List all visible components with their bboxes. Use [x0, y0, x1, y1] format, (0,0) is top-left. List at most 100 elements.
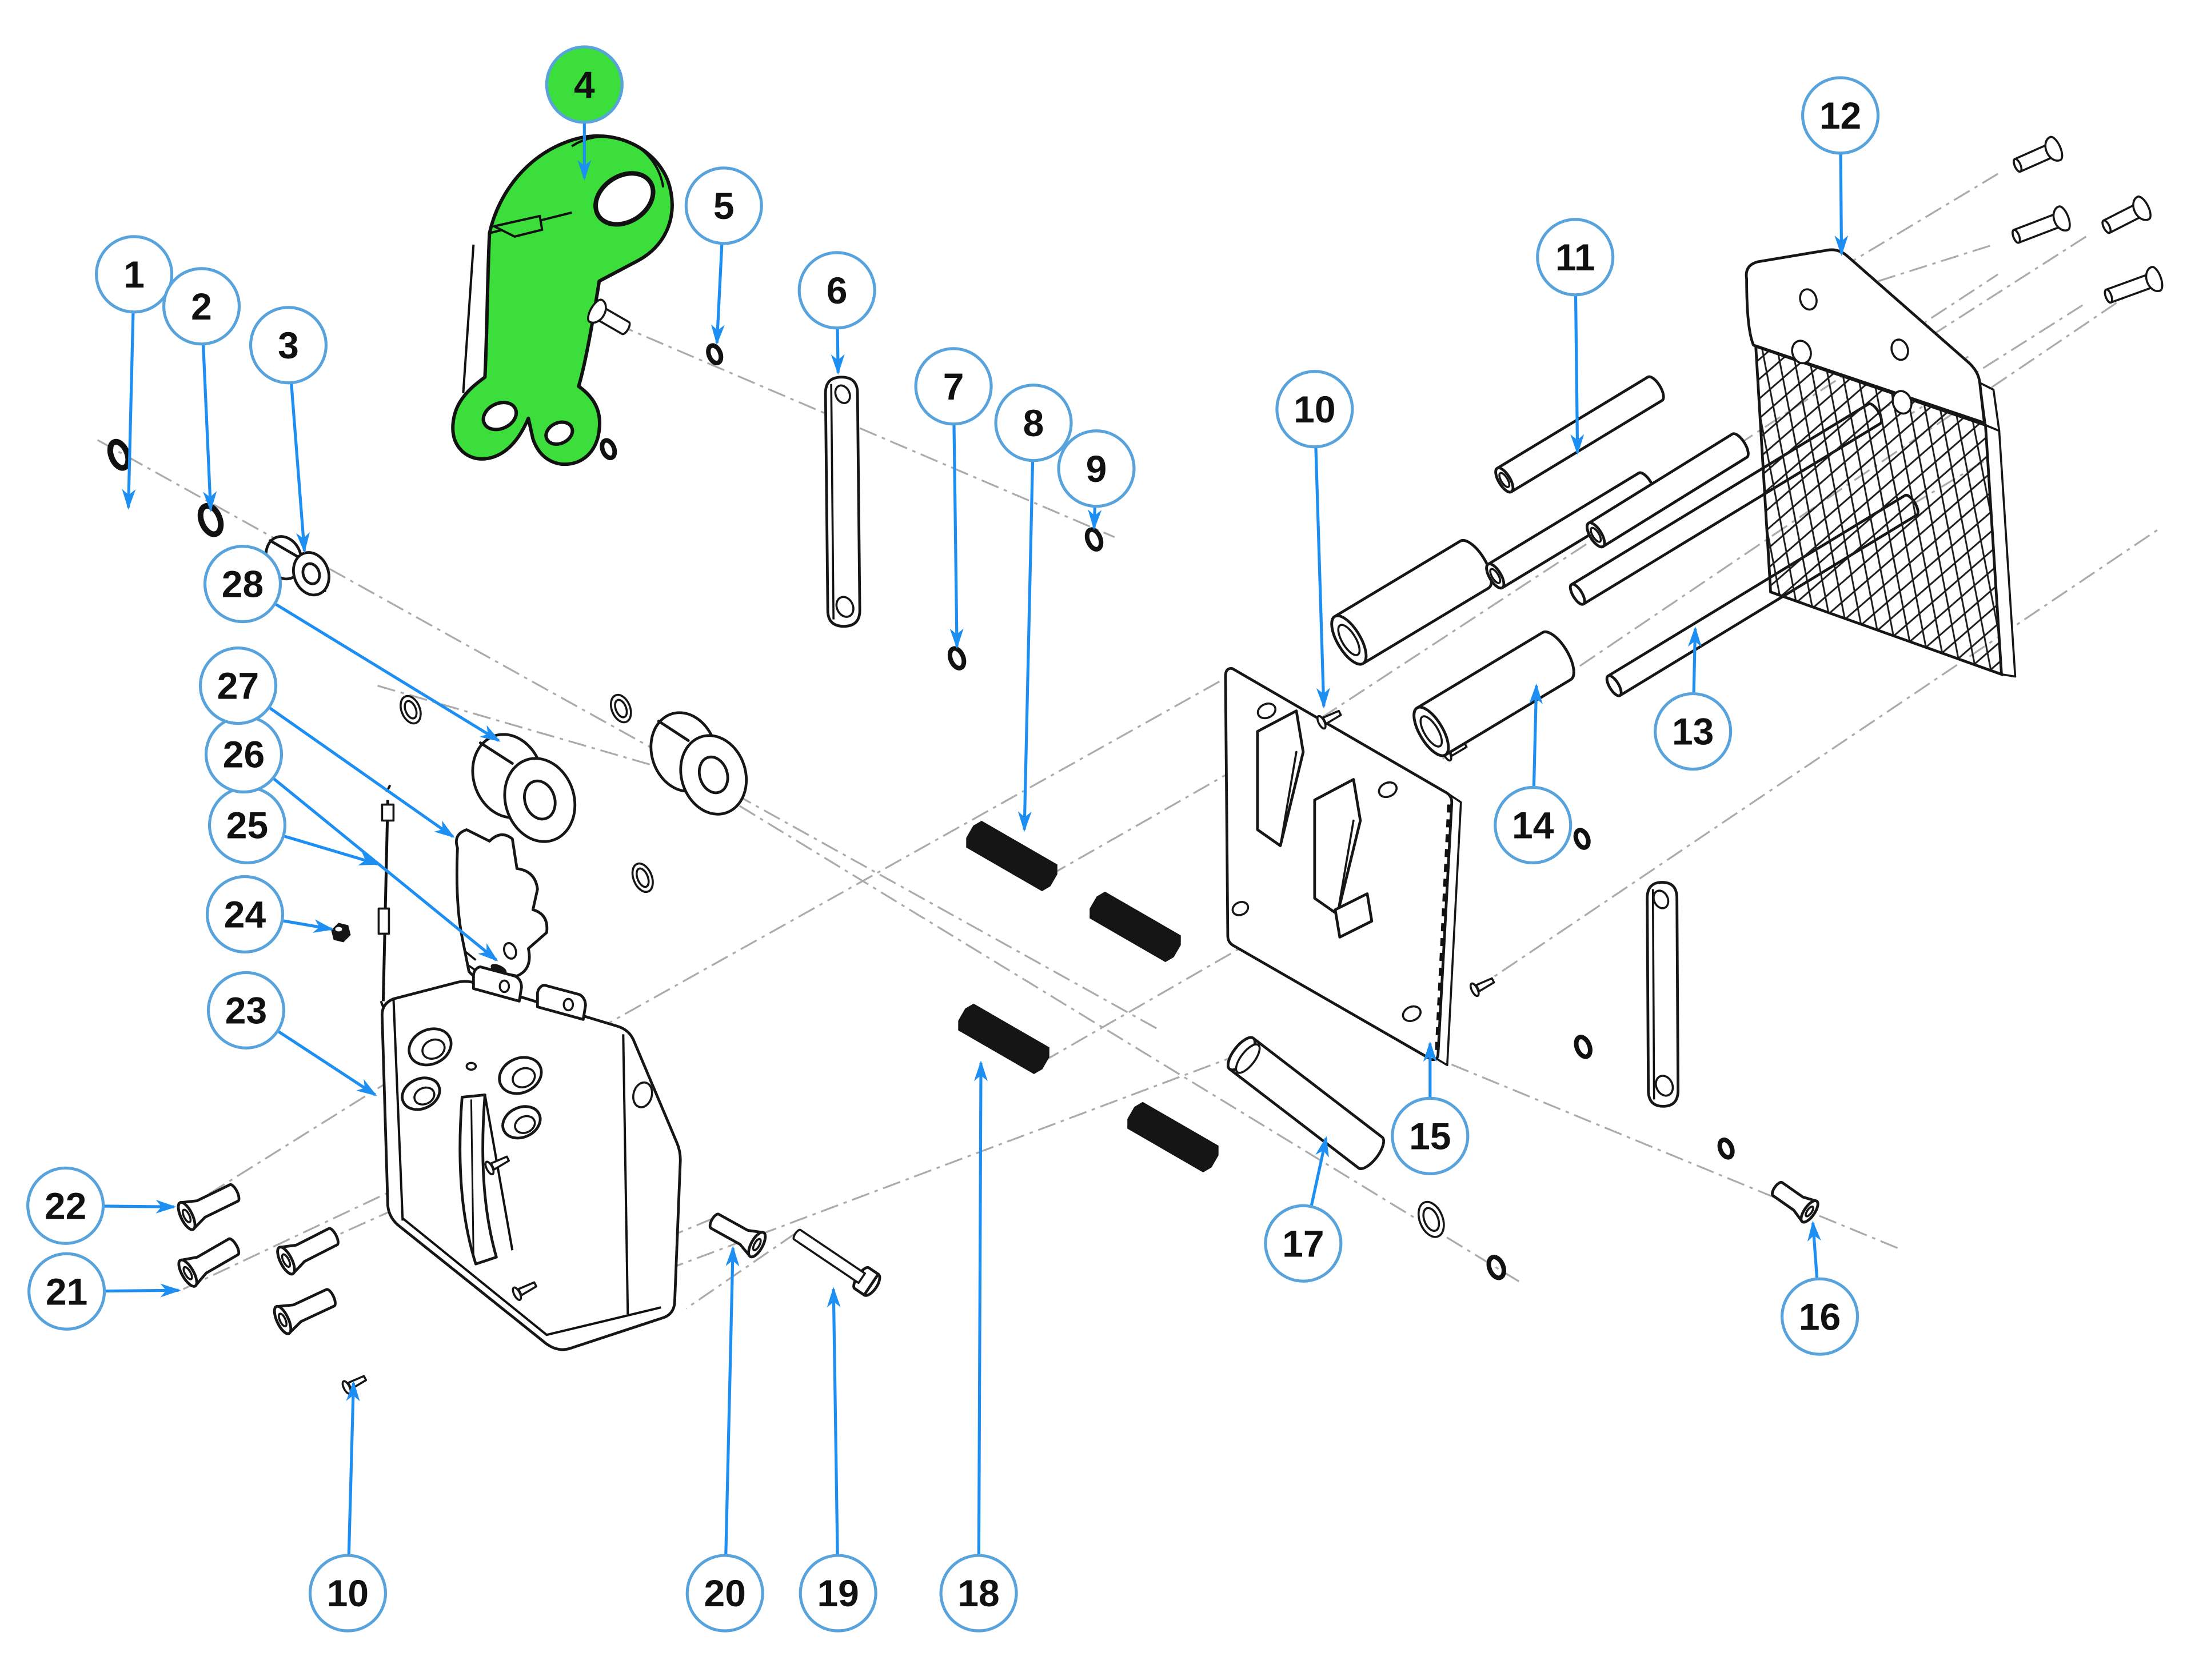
callout-21[interactable]: 21	[27, 1252, 181, 1331]
callout-number: 18	[957, 1572, 999, 1614]
callout-20[interactable]: 20	[685, 1246, 764, 1633]
callout-number: 4	[574, 63, 595, 106]
callout-circle[interactable]	[994, 384, 1073, 462]
main-body-23	[381, 965, 682, 1351]
callout-3[interactable]: 3	[249, 306, 328, 553]
callout-7[interactable]: 7	[914, 347, 993, 649]
callout-16[interactable]: 16	[1780, 1220, 1859, 1356]
callout-circle[interactable]	[206, 971, 286, 1049]
tiny-screw	[512, 1281, 538, 1301]
callout-circle[interactable]	[799, 1554, 877, 1633]
callout-circle[interactable]	[685, 1554, 764, 1633]
leader-line	[201, 344, 217, 512]
leader-line	[1314, 446, 1330, 709]
callout-circle[interactable]	[797, 251, 876, 330]
callout-17[interactable]: 17	[1264, 1136, 1343, 1283]
callout-1[interactable]: 1	[94, 235, 174, 510]
callout-circle[interactable]	[545, 45, 624, 124]
callout-10-right[interactable]: 10	[1275, 370, 1354, 709]
callout-circle[interactable]	[162, 267, 241, 346]
callout-14[interactable]: 14	[1494, 683, 1573, 865]
leader-line	[973, 1060, 988, 1556]
callout-circle[interactable]	[1494, 785, 1573, 865]
callout-9[interactable]: 9	[1057, 429, 1136, 530]
leader-line	[282, 834, 380, 865]
callout-19[interactable]: 19	[799, 1287, 877, 1633]
callout-27[interactable]: 27	[198, 647, 455, 838]
flat-washer	[400, 695, 422, 725]
callout-circle[interactable]	[939, 1554, 1018, 1633]
callout-8[interactable]: 8	[994, 384, 1073, 832]
leader-line	[104, 1283, 181, 1298]
callout-circle[interactable]	[308, 1554, 388, 1633]
leader-line	[724, 1246, 740, 1556]
leader-line	[1310, 1136, 1329, 1207]
callout-2[interactable]: 2	[162, 267, 241, 512]
flathead-screw	[276, 1227, 340, 1276]
leader-line	[282, 919, 334, 933]
rivet-pin	[2013, 135, 2064, 173]
leader-line	[268, 706, 455, 838]
callout-10-left[interactable]: 10	[308, 1380, 388, 1633]
o-ring	[1574, 1035, 1593, 1059]
callout-22[interactable]: 22	[26, 1166, 177, 1245]
callout-number: 11	[1555, 236, 1595, 278]
rivet-pin	[2012, 205, 2071, 244]
callout-18[interactable]: 18	[939, 1060, 1018, 1633]
washer-9	[1084, 527, 1104, 552]
callout-13[interactable]: 13	[1654, 626, 1733, 771]
callout-circle[interactable]	[94, 235, 174, 314]
callout-circle[interactable]	[1275, 370, 1354, 449]
callout-4[interactable]: 4	[545, 45, 624, 181]
washer	[600, 438, 617, 461]
spacer-tube-14	[1412, 630, 1575, 757]
callout-number: 2	[191, 285, 212, 328]
parts-layer	[107, 134, 2164, 1395]
callout-5[interactable]: 5	[684, 166, 763, 345]
callout-15[interactable]: 15	[1391, 1041, 1470, 1175]
callout-11[interactable]: 11	[1536, 218, 1615, 455]
callout-23[interactable]: 23	[206, 971, 377, 1096]
callout-number: 14	[1512, 804, 1554, 847]
callout-26[interactable]: 26	[204, 715, 498, 961]
callout-number: 23	[225, 989, 267, 1031]
callout-24[interactable]: 24	[205, 875, 334, 954]
o-ring	[1717, 1138, 1735, 1160]
leader-line	[1807, 1220, 1821, 1279]
threaded-stud-8	[966, 820, 1057, 892]
callout-circle[interactable]	[205, 875, 285, 954]
threaded-stud-18	[958, 1003, 1049, 1075]
callout-number: 1	[123, 253, 145, 296]
leader-line	[831, 328, 845, 375]
callout-6[interactable]: 6	[797, 251, 876, 375]
callout-circle[interactable]	[249, 306, 328, 385]
tiny-screw	[1469, 977, 1495, 997]
callout-12[interactable]: 12	[1801, 76, 1880, 256]
flat-washer	[1417, 1200, 1445, 1238]
flathead-screw	[273, 1288, 337, 1335]
callout-circle[interactable]	[1536, 218, 1615, 297]
callout-circle[interactable]	[1654, 692, 1733, 771]
leader-line	[274, 602, 501, 742]
callout-number: 15	[1409, 1115, 1451, 1157]
callout-circle[interactable]	[1780, 1277, 1859, 1356]
callout-circle[interactable]	[1801, 76, 1880, 155]
leader-line	[827, 1287, 841, 1556]
callout-circle[interactable]	[1391, 1096, 1470, 1175]
callout-circle[interactable]	[26, 1166, 105, 1245]
callout-circle[interactable]	[198, 647, 278, 725]
clamp-plate-15	[1224, 667, 1462, 1067]
callout-circle[interactable]	[203, 545, 282, 624]
callout-number: 27	[217, 665, 259, 707]
callout-circle[interactable]	[1264, 1204, 1343, 1283]
callout-circle[interactable]	[914, 347, 993, 426]
callout-28[interactable]: 28	[203, 545, 501, 742]
rivet-pin	[587, 298, 631, 336]
callout-circle[interactable]	[27, 1252, 106, 1331]
callout-circle[interactable]	[684, 166, 763, 245]
callout-25[interactable]: 25	[207, 785, 380, 865]
leader-line	[949, 424, 964, 649]
callout-circle[interactable]	[1057, 429, 1136, 508]
rivet-pin	[2101, 195, 2152, 234]
tiny-screw	[484, 1155, 510, 1176]
